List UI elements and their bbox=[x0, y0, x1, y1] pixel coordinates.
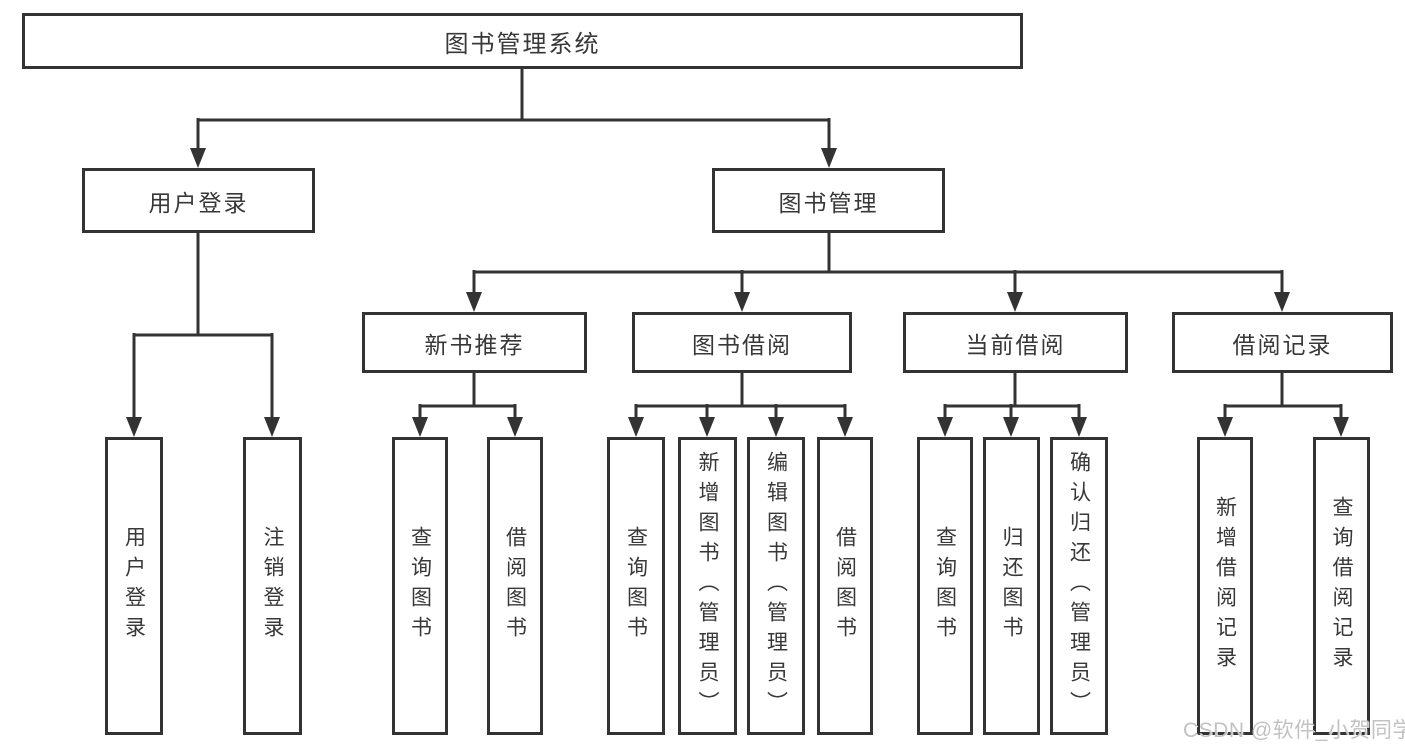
arrow-down-icon bbox=[937, 417, 953, 437]
arrow-down-icon bbox=[507, 417, 523, 437]
arrow-down-icon bbox=[412, 417, 428, 437]
connector-borrowrecord-to-leaves bbox=[1223, 371, 1343, 421]
connector-root-to-level1 bbox=[196, 68, 831, 152]
arrow-down-icon bbox=[264, 417, 280, 437]
arrow-down-icon bbox=[1217, 417, 1233, 437]
node-label: 新增借阅记录 bbox=[1213, 496, 1237, 676]
leaf-borrow-books-1: 借阅图书 bbox=[487, 437, 543, 735]
connector-userlogin-to-leaves bbox=[132, 231, 274, 421]
node-label: 新增图书（管理员） bbox=[696, 451, 720, 721]
node-book-management: 图书管理 bbox=[712, 168, 945, 233]
arrow-down-icon bbox=[628, 417, 644, 437]
node-book-borrow: 图书借阅 bbox=[632, 312, 852, 373]
leaf-logout: 注销登录 bbox=[243, 437, 302, 735]
node-label: 图书管理 bbox=[778, 189, 879, 216]
arrow-down-icon bbox=[1071, 417, 1087, 437]
connector-bookmgmt-to-level2 bbox=[472, 231, 1284, 296]
node-label: 确认归还（管理员） bbox=[1067, 451, 1091, 721]
node-library-management-system: 图书管理系统 bbox=[22, 13, 1023, 69]
arrow-down-icon bbox=[699, 417, 715, 437]
arrow-down-icon bbox=[821, 148, 837, 168]
node-borrow-record: 借阅记录 bbox=[1172, 312, 1393, 373]
leaf-return-books: 归还图书 bbox=[983, 437, 1040, 735]
leaf-confirm-return-admin: 确认归还（管理员） bbox=[1050, 437, 1108, 735]
arrow-down-icon bbox=[1007, 292, 1023, 312]
node-label: 注销登录 bbox=[261, 526, 285, 646]
leaf-add-books-admin: 新增图书（管理员） bbox=[678, 437, 737, 735]
leaf-edit-books-admin: 编辑图书（管理员） bbox=[747, 437, 805, 735]
connector-bookborrow-to-leaves bbox=[634, 371, 847, 421]
connector-currentborrow-to-leaves bbox=[943, 371, 1081, 421]
node-label: 用户登录 bbox=[148, 189, 249, 216]
node-user-login: 用户登录 bbox=[82, 168, 315, 233]
node-label: 查询借阅记录 bbox=[1330, 496, 1354, 676]
node-label: 查询图书 bbox=[933, 526, 957, 646]
node-label: 借阅记录 bbox=[1232, 331, 1333, 358]
node-label: 图书借阅 bbox=[692, 331, 792, 358]
node-label: 图书管理系统 bbox=[444, 30, 601, 58]
leaf-query-books-3: 查询图书 bbox=[917, 437, 973, 735]
node-label: 当前借阅 bbox=[965, 331, 1066, 358]
node-label: 用户登录 bbox=[122, 526, 146, 646]
node-current-borrow: 当前借阅 bbox=[903, 312, 1128, 373]
arrow-down-icon bbox=[837, 417, 853, 437]
leaf-borrow-books-2: 借阅图书 bbox=[817, 437, 873, 735]
node-new-book-recommend: 新书推荐 bbox=[362, 312, 587, 373]
arrow-down-icon bbox=[734, 292, 750, 312]
node-label: 查询图书 bbox=[624, 526, 648, 646]
arrow-down-icon bbox=[190, 148, 206, 168]
arrow-down-icon bbox=[1003, 417, 1019, 437]
node-label: 借阅图书 bbox=[503, 526, 527, 646]
arrow-down-icon bbox=[466, 292, 482, 312]
node-label: 编辑图书（管理员） bbox=[764, 451, 788, 721]
arrow-down-icon bbox=[1274, 292, 1290, 312]
arrow-down-icon bbox=[1333, 417, 1349, 437]
arrow-down-icon bbox=[126, 417, 142, 437]
node-label: 查询图书 bbox=[408, 526, 432, 646]
node-label: 归还图书 bbox=[1000, 526, 1024, 646]
csdn-watermark: CSDN @软件_小贺同学 bbox=[1183, 719, 1405, 742]
node-label: 借阅图书 bbox=[833, 526, 857, 646]
leaf-query-borrow-record: 查询借阅记录 bbox=[1313, 437, 1370, 735]
leaf-user-login: 用户登录 bbox=[105, 437, 163, 735]
leaf-add-borrow-record: 新增借阅记录 bbox=[1197, 437, 1253, 735]
arrow-down-icons bbox=[126, 148, 1349, 437]
leaf-query-books-1: 查询图书 bbox=[392, 437, 448, 735]
leaf-query-books-2: 查询图书 bbox=[607, 437, 665, 735]
connector-newbookrec-to-leaves bbox=[418, 371, 517, 421]
node-label: 新书推荐 bbox=[424, 331, 525, 358]
arrow-down-icon bbox=[768, 417, 784, 437]
